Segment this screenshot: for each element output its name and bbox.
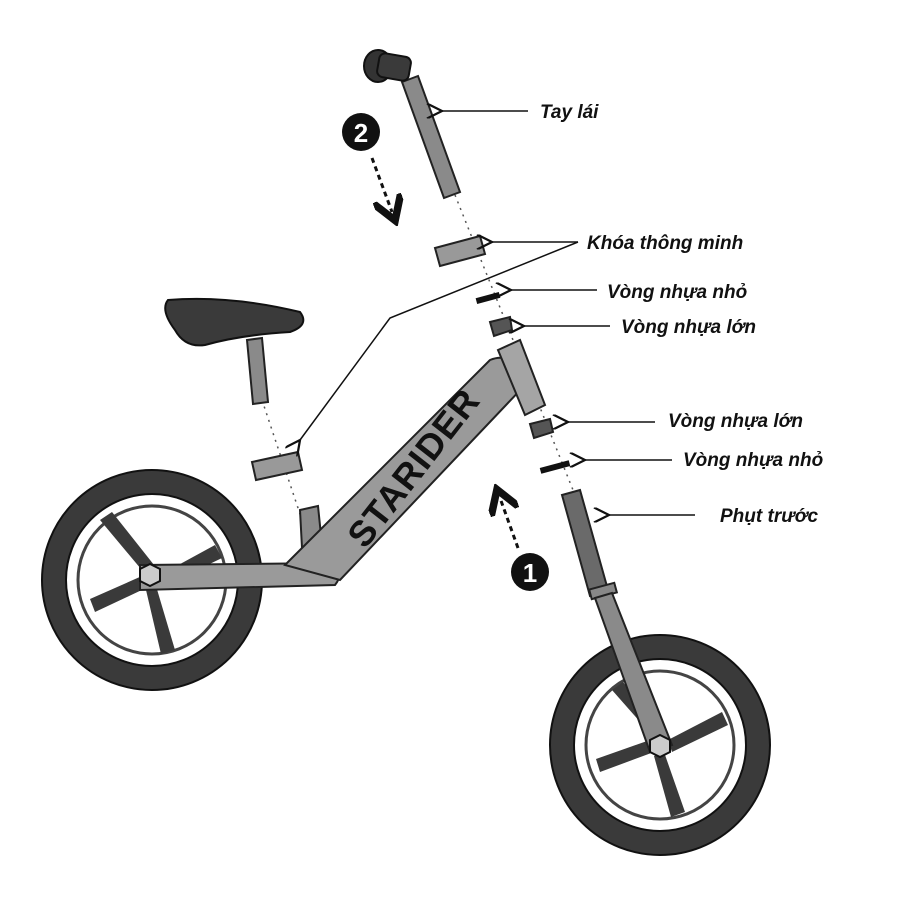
label-small-ring-bottom: Vòng nhựa nhỏ [683, 450, 823, 471]
seat [164, 297, 305, 406]
large-ring-bottom [528, 417, 555, 440]
step-1-badge: 1 [511, 553, 549, 591]
front-fork [560, 488, 674, 759]
svg-text:2: 2 [354, 118, 368, 148]
label-large-ring-bottom: Vòng nhựa lớn [668, 411, 803, 432]
step-2-arrow [370, 157, 392, 212]
label-smart-clamp: Khóa thông minh [587, 233, 743, 254]
smart-clamp-top [433, 234, 487, 268]
callout-arrows [300, 111, 695, 515]
brand-text: STARIDER [339, 380, 488, 554]
large-ring-top [488, 315, 514, 338]
label-front-fork: Phụt trước [720, 506, 819, 527]
label-handlebar: Tay lái [540, 102, 599, 123]
step-1-arrow [500, 498, 520, 549]
small-ring-bottom [539, 460, 571, 474]
svg-text:1: 1 [523, 558, 537, 588]
label-large-ring-top: Vòng nhựa lớn [621, 317, 756, 338]
step-2-badge: 2 [342, 113, 380, 151]
seat-clamp [250, 450, 304, 482]
small-ring-top [475, 291, 501, 305]
label-small-ring-top: Vòng nhựa nhỏ [607, 282, 747, 303]
handlebar [363, 49, 462, 200]
